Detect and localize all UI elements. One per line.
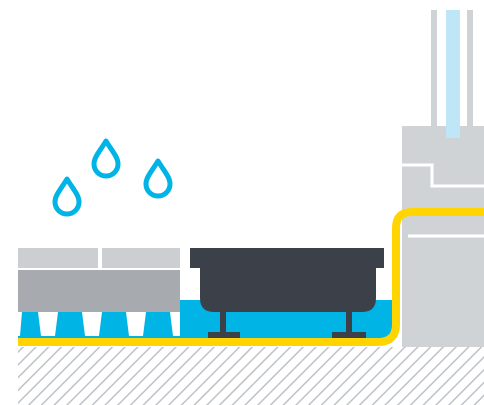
downpipe-core bbox=[446, 10, 460, 138]
downpipe-left bbox=[431, 10, 437, 128]
wall bbox=[402, 126, 484, 347]
tray-foot-left bbox=[208, 332, 240, 338]
tray-body bbox=[190, 248, 384, 312]
water-drop-icon bbox=[52, 176, 82, 217]
downpipe bbox=[431, 10, 473, 138]
paver-body bbox=[18, 270, 180, 312]
wall-notch bbox=[402, 165, 432, 208]
wall-lower bbox=[402, 208, 484, 347]
pedestal bbox=[82, 312, 102, 336]
water-drops bbox=[52, 138, 173, 217]
water-drop-icon bbox=[143, 158, 173, 199]
tray-leg-right bbox=[346, 310, 352, 334]
pedestal bbox=[126, 312, 146, 336]
tray-leg-left bbox=[220, 310, 226, 334]
pedestal bbox=[170, 312, 180, 336]
downpipe-right bbox=[467, 10, 473, 128]
pedestal bbox=[18, 312, 22, 336]
water-drop-icon bbox=[91, 138, 121, 179]
drainage-tray-icon bbox=[190, 248, 384, 338]
paver-top-1 bbox=[18, 248, 98, 268]
paving-slabs bbox=[18, 248, 180, 336]
waterproof-membrane bbox=[18, 208, 484, 346]
pedestal bbox=[38, 312, 58, 336]
wall-joint-line bbox=[402, 163, 484, 188]
tray-foot-right bbox=[332, 332, 366, 338]
substrate-hatch bbox=[18, 347, 484, 405]
paver-top-2 bbox=[102, 248, 180, 268]
